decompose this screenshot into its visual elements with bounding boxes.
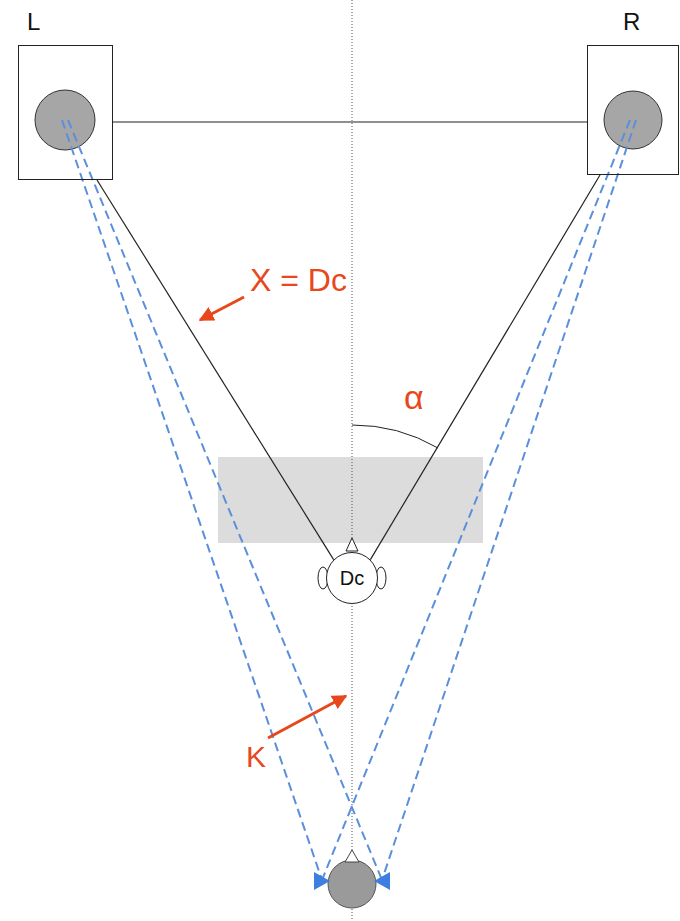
sound-path [322,120,630,880]
channel-label: L [27,10,40,34]
sound-path [68,120,382,880]
connector-line [113,121,587,122]
connector-line [97,180,334,560]
speaker-box: L [18,45,113,180]
nose [346,538,358,551]
leader-arrow [200,297,244,320]
dimension-label: X = Dc [250,264,347,296]
leader-arrow [268,696,346,738]
speaker-box: R [587,45,679,175]
sound-paths [62,120,636,880]
connector-line [370,175,600,560]
speaker-driver [35,90,95,150]
ear-marker [314,872,330,890]
nose [345,850,359,862]
sound-path [62,120,322,880]
listening-zone [218,457,483,543]
angle-arc [352,425,438,448]
listener-head [328,860,376,908]
head-label: Dc [340,568,364,588]
channel-label: R [623,10,640,34]
angle-label: α [404,380,424,414]
listener-head: Dc [326,552,378,604]
sound-path [382,120,636,880]
callout-label: K [246,742,266,772]
ear-marker [374,872,390,890]
center-line [352,0,353,921]
speaker-driver [604,91,662,149]
